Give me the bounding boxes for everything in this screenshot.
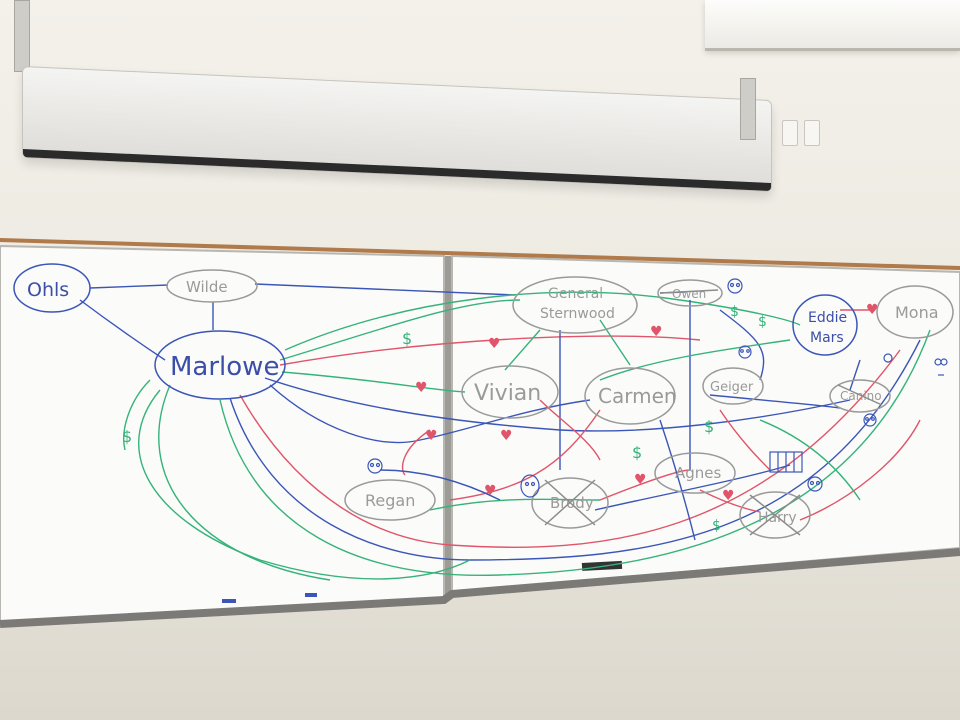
node-label-regan: Regan — [365, 491, 415, 510]
node-label-harry: Harry — [758, 510, 797, 526]
annotation-symbols: $ $ $ $ $ $ $ ♥ ♥ ♥ ♥ ♥ ♥ ♥ ♥ ♥ — [122, 302, 879, 534]
blue-marker — [222, 599, 236, 603]
markers — [222, 593, 317, 603]
heart-symbol: ♥ — [650, 324, 663, 340]
heart-symbol: ♥ — [722, 488, 735, 504]
node-label-vivian: Vivian — [474, 381, 541, 406]
whiteboard-panel-left — [0, 244, 445, 624]
node-label-sternwood: Sternwood — [540, 306, 615, 322]
node-label-owen: Owen — [672, 287, 706, 301]
dollar-symbol: $ — [712, 518, 721, 534]
ceiling-light — [705, 0, 960, 51]
dollar-symbol: $ — [704, 417, 714, 436]
chalk-rail-top — [0, 238, 960, 270]
bird-doodle-icon — [520, 474, 540, 498]
relationship-lines — [79, 283, 931, 581]
node-label-mars: Mars — [810, 330, 844, 346]
skull-icon — [807, 476, 823, 492]
heart-symbol: ♥ — [484, 483, 497, 499]
node-label-eddie: Eddie — [808, 310, 847, 326]
node-label-geiger: Geiger — [710, 380, 754, 395]
blue-marker — [305, 593, 317, 597]
node-label-agnes: Agnes — [675, 464, 722, 482]
screen-mount-right — [740, 78, 756, 140]
dollar-symbol: $ — [402, 329, 412, 348]
skull-icon — [863, 413, 877, 427]
node-label-marlowe: Marlowe — [170, 352, 279, 382]
dollar-symbol: $ — [122, 427, 132, 446]
node-label-brody: Brody — [550, 494, 594, 512]
dollar-symbol: $ — [632, 443, 642, 462]
node-labels: Ohls Wilde Marlowe General Sternwood Owe… — [27, 278, 939, 526]
node-label-ohls: Ohls — [27, 279, 69, 301]
node-label-general: General — [548, 286, 603, 302]
light-switch — [804, 120, 820, 146]
jail-cell-icon — [769, 451, 803, 473]
heart-symbol: ♥ — [866, 302, 879, 318]
heart-symbol: ♥ — [500, 428, 513, 444]
skull-doodles — [367, 278, 948, 498]
node-label-carmen: Carmen — [598, 384, 677, 408]
skull-icon — [738, 345, 752, 359]
dollar-symbol: $ — [730, 304, 739, 320]
marker-tray — [0, 548, 960, 628]
heart-symbol: ♥ — [415, 380, 428, 396]
face-doodle-icon — [883, 353, 948, 376]
heart-symbol: ♥ — [488, 336, 501, 352]
node-label-mona: Mona — [895, 303, 939, 322]
node-ellipses — [13, 263, 954, 539]
skull-icon — [727, 278, 743, 294]
node-label-wilde: Wilde — [186, 278, 228, 296]
skull-icon — [367, 458, 383, 474]
wall-outlet — [782, 120, 798, 146]
dollar-symbol: $ — [758, 314, 767, 330]
heart-symbol: ♥ — [634, 472, 647, 488]
cross-outs — [544, 289, 883, 536]
heart-symbol: ♥ — [425, 428, 438, 444]
